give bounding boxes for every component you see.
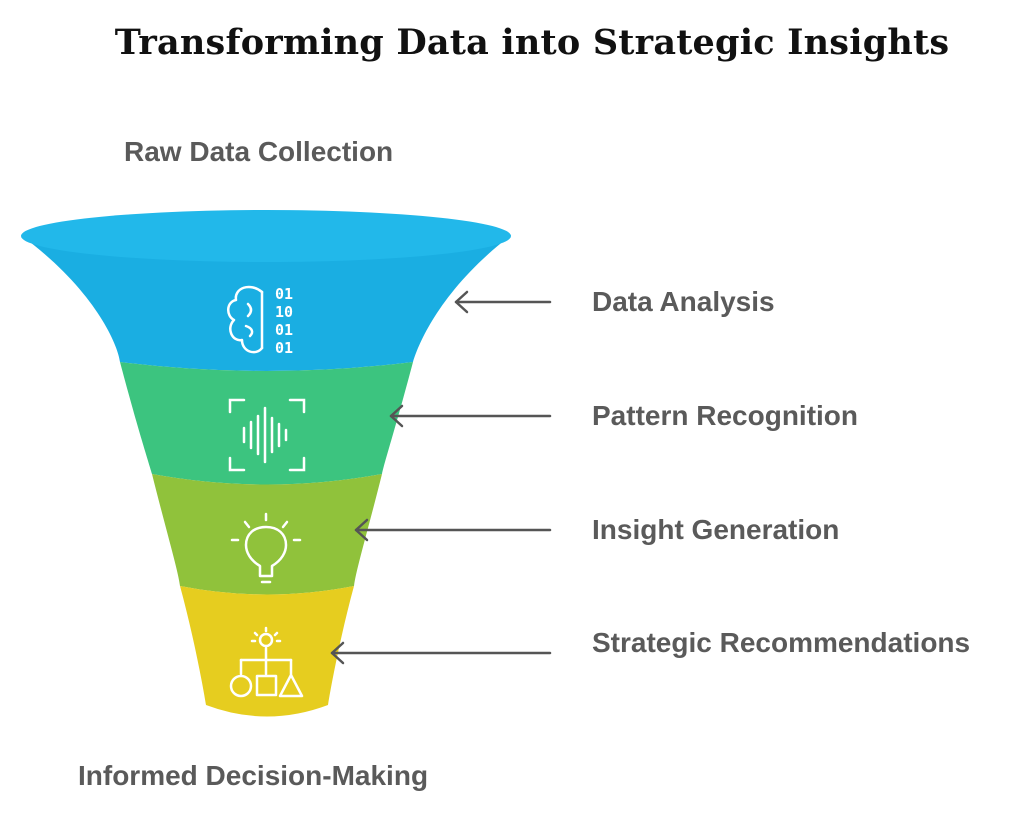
funnel-top-rim: [21, 210, 511, 262]
stage-label-insight-generation: Insight Generation: [592, 514, 840, 545]
sound-wave-scan-icon: [228, 398, 306, 472]
lightbulb-icon: [230, 512, 302, 584]
decision-flowchart-icon: [229, 626, 304, 698]
binary-brain-icon: 01 10 01 01: [227, 285, 293, 357]
svg-text:01: 01: [275, 339, 293, 357]
funnel-output-label: Informed Decision-Making: [78, 760, 429, 791]
stage-label-strategic-recommendations: Strategic Recommendations: [592, 627, 971, 658]
arrow-insight-generation: [354, 518, 552, 542]
funnel-stage-insight-generation: [152, 474, 382, 595]
funnel-input-label: Raw Data Collection: [124, 136, 394, 167]
arrow-data-analysis: [454, 290, 552, 314]
stage-label-data-analysis: Data Analysis: [592, 286, 775, 317]
arrow-pattern-recognition: [389, 404, 552, 428]
funnel-stage-pattern-recognition: [120, 362, 413, 485]
svg-text:01: 01: [275, 321, 293, 339]
stage-label-pattern-recognition: Pattern Recognition: [592, 400, 859, 431]
funnel-stage-data-analysis: [22, 236, 510, 371]
diagram-title: Transforming Data into Strategic Insight…: [114, 22, 950, 63]
svg-text:10: 10: [275, 303, 293, 321]
svg-text:01: 01: [275, 285, 293, 303]
arrow-strategic-recommendations: [330, 641, 552, 665]
